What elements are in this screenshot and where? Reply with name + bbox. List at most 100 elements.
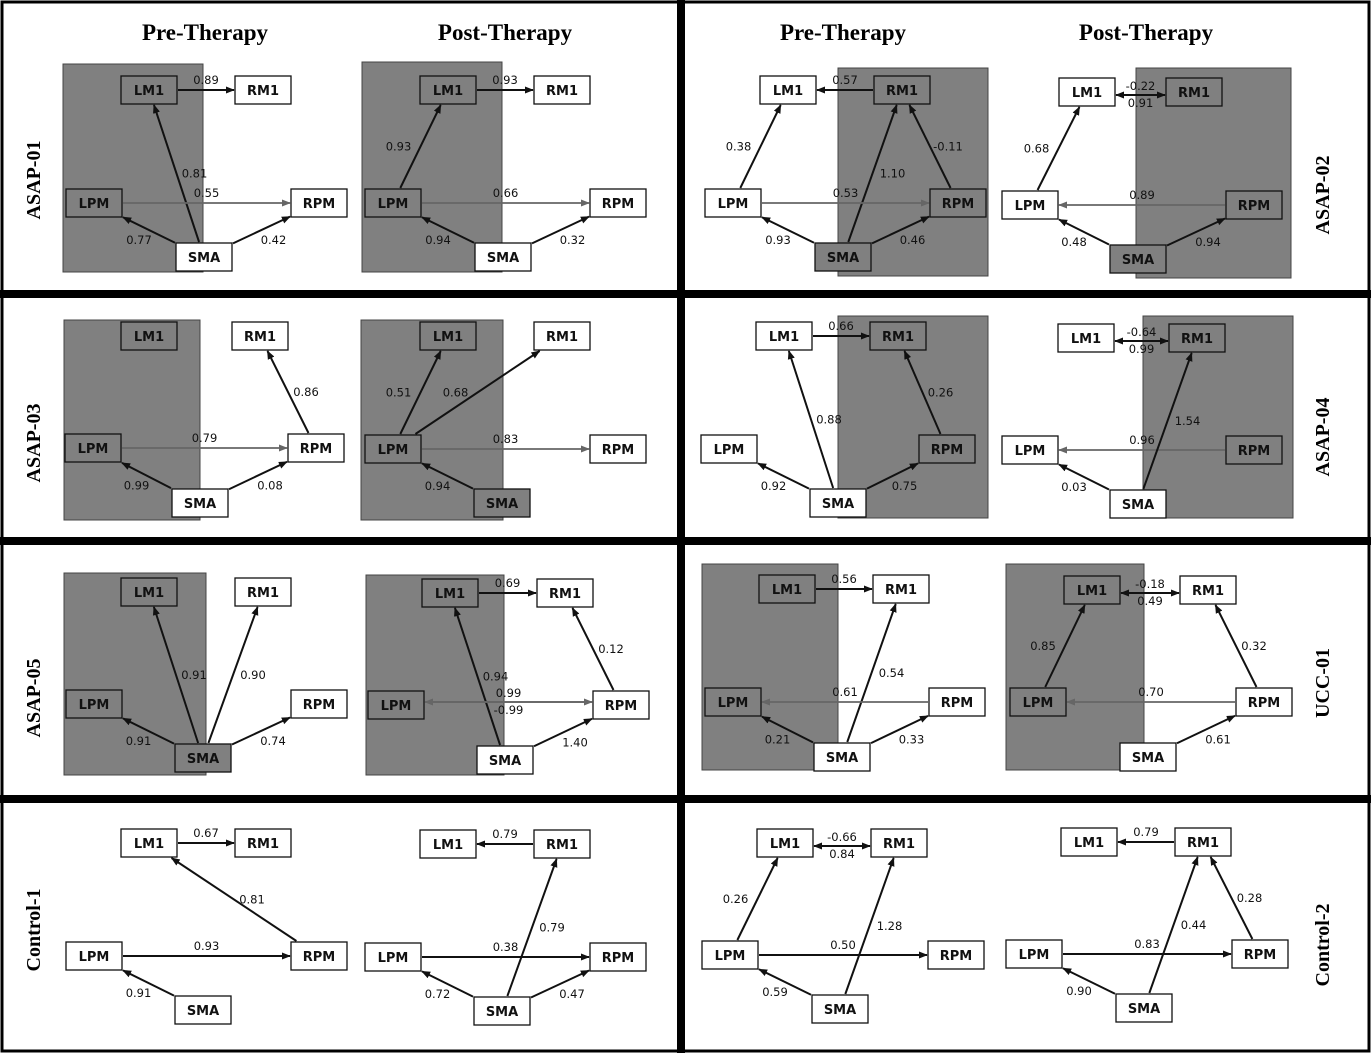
node-lm1: LM1	[755, 321, 813, 351]
edge-sma-to-lpm	[421, 216, 475, 244]
node-label: LPM	[1019, 948, 1050, 963]
node-rpm: RPM	[290, 188, 348, 218]
edge-weight-label: 0.49	[1137, 594, 1163, 608]
edge-lpm-to-lm1	[1036, 106, 1081, 191]
node-label: LM1	[134, 84, 164, 99]
node-box	[421, 578, 479, 608]
node-rpm: RPM	[589, 188, 647, 218]
node-label: RM1	[883, 837, 915, 852]
node-label: LPM	[718, 197, 749, 212]
node-sma: SMA	[809, 488, 867, 518]
node-rpm: RPM	[592, 690, 650, 720]
node-label: LM1	[772, 583, 802, 598]
node-label: LPM	[718, 696, 749, 711]
header-left-pre: Pre-Therapy	[142, 20, 269, 45]
node-box	[234, 577, 292, 607]
node-rpm: RPM	[929, 188, 987, 218]
node-box	[1001, 190, 1059, 220]
node-box	[1179, 575, 1237, 605]
node-lm1: LM1	[1063, 575, 1121, 605]
edge-weight-label: 0.57	[832, 73, 858, 87]
edge-weight-label: 0.92	[761, 479, 787, 493]
node-box	[64, 433, 122, 463]
row-label-asap-05: ASAP-05	[23, 659, 45, 738]
node-box	[65, 188, 123, 218]
node-box	[533, 829, 591, 859]
edge-weight-label: 0.93	[386, 140, 412, 154]
node-label: LPM	[1023, 696, 1054, 711]
node-label: LM1	[769, 330, 799, 345]
edge-sma-to-rpm	[228, 460, 288, 491]
node-lpm: LPM	[364, 942, 422, 972]
node-box	[290, 689, 348, 719]
node-box	[1174, 827, 1232, 857]
node-label: LM1	[134, 330, 164, 345]
node-box	[755, 321, 813, 351]
node-box	[814, 242, 872, 272]
node-label: RM1	[244, 330, 276, 345]
edge-rpm-to-rm1	[571, 607, 615, 691]
node-lm1: LM1	[419, 321, 477, 351]
edge-weight-label: 0.38	[493, 940, 519, 954]
node-label: RPM	[602, 951, 634, 966]
edge-sma-to-rpm	[866, 462, 919, 490]
node-label: LM1	[770, 837, 800, 852]
edge-lpm-to-lm1	[399, 350, 442, 435]
edge-weight-label: 0.12	[598, 642, 624, 656]
edge-weight-label: 0.33	[899, 733, 925, 747]
node-rpm: RPM	[290, 941, 348, 971]
edge-weight-label: -0.22	[1126, 79, 1156, 93]
node-rpm: RPM	[918, 434, 976, 464]
node-label: RM1	[546, 838, 578, 853]
edge-weight-label: 0.74	[260, 734, 286, 748]
node-lpm: LPM	[65, 689, 123, 719]
node-box	[120, 321, 178, 351]
edge-weight-label: 0.94	[483, 670, 509, 684]
row-label-asap-04: ASAP-04	[1312, 398, 1334, 477]
node-label: RPM	[1244, 948, 1276, 963]
node-sma: SMA	[474, 242, 532, 272]
node-label: SMA	[1132, 751, 1164, 766]
node-lm1: LM1	[1058, 77, 1116, 107]
node-lpm: LPM	[1009, 687, 1067, 717]
node-label: RM1	[247, 837, 279, 852]
node-label: SMA	[826, 751, 858, 766]
node-label: RPM	[941, 696, 973, 711]
node-box	[290, 941, 348, 971]
node-box	[120, 828, 178, 858]
edge-weight-label: 0.79	[539, 921, 565, 935]
node-label: RM1	[1181, 332, 1213, 347]
node-box	[1005, 939, 1063, 969]
edge-weight-label: 0.93	[194, 939, 220, 953]
row-divider-3	[0, 795, 1371, 803]
edge-weight-label: 0.59	[762, 985, 788, 999]
node-label: SMA	[824, 1003, 856, 1018]
node-rm1: RM1	[869, 321, 927, 351]
node-lpm: LPM	[65, 941, 123, 971]
node-box	[1009, 687, 1067, 717]
node-rm1: RM1	[231, 321, 289, 351]
edge-weight-label: 0.96	[1129, 433, 1155, 447]
edge-weight-label: 0.93	[492, 73, 518, 87]
node-label: LPM	[1015, 444, 1046, 459]
node-sma: SMA	[813, 742, 871, 772]
node-box	[234, 828, 292, 858]
node-box	[120, 75, 178, 105]
row-label-asap-02: ASAP-02	[1312, 156, 1334, 235]
node-label: LM1	[1077, 584, 1107, 599]
node-label: LPM	[378, 951, 409, 966]
node-box	[1168, 323, 1226, 353]
node-box	[929, 188, 987, 218]
node-rm1: RM1	[1165, 77, 1223, 107]
edge-sma-to-lpm	[122, 216, 176, 244]
node-label: LM1	[1072, 86, 1102, 101]
node-box	[364, 188, 422, 218]
node-box	[1165, 77, 1223, 107]
edge-sma-to-rpm	[530, 969, 590, 999]
edge-weight-label: 0.85	[1030, 639, 1056, 653]
edge-weight-label: 0.90	[240, 668, 266, 682]
edge-sma-to-lpm	[758, 968, 812, 996]
edge-weight-label: 0.26	[723, 892, 749, 906]
